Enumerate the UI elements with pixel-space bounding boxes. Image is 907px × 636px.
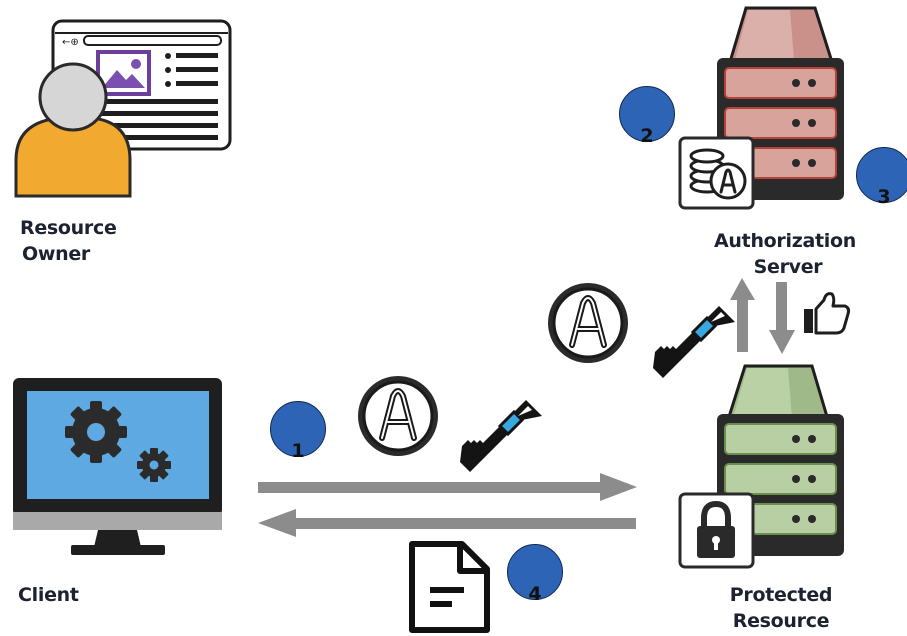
arrow-down-from-auth <box>769 282 795 354</box>
step-2-marker: 2 <box>619 86 675 147</box>
step-4-marker: 4 <box>507 544 563 605</box>
key-icon <box>458 398 544 474</box>
svg-text:←⊕: ←⊕ <box>62 37 79 48</box>
document-icon <box>409 541 490 633</box>
step-3-marker: 3 <box>856 147 907 208</box>
client-label: Client <box>18 584 79 606</box>
database-token-icon <box>678 136 755 210</box>
token-a-icon <box>358 376 438 456</box>
arrow-resource-to-client <box>258 509 636 537</box>
arrow-client-to-resource <box>258 473 637 501</box>
protected-resource-label: Protected Resource <box>729 584 833 632</box>
arrow-up-to-auth <box>730 278 755 352</box>
token-a-icon <box>548 283 628 363</box>
key-icon <box>651 304 737 380</box>
thumbs-up-icon <box>804 292 851 335</box>
person-icon <box>14 62 132 198</box>
resource-owner-label: Resource Owner <box>20 217 117 265</box>
gears-icon <box>65 401 171 482</box>
monitor-icon <box>13 378 222 555</box>
authorization-server-label: Authorization Server <box>714 230 856 278</box>
step-1-marker: 1 <box>270 401 326 462</box>
lock-icon <box>678 492 755 569</box>
